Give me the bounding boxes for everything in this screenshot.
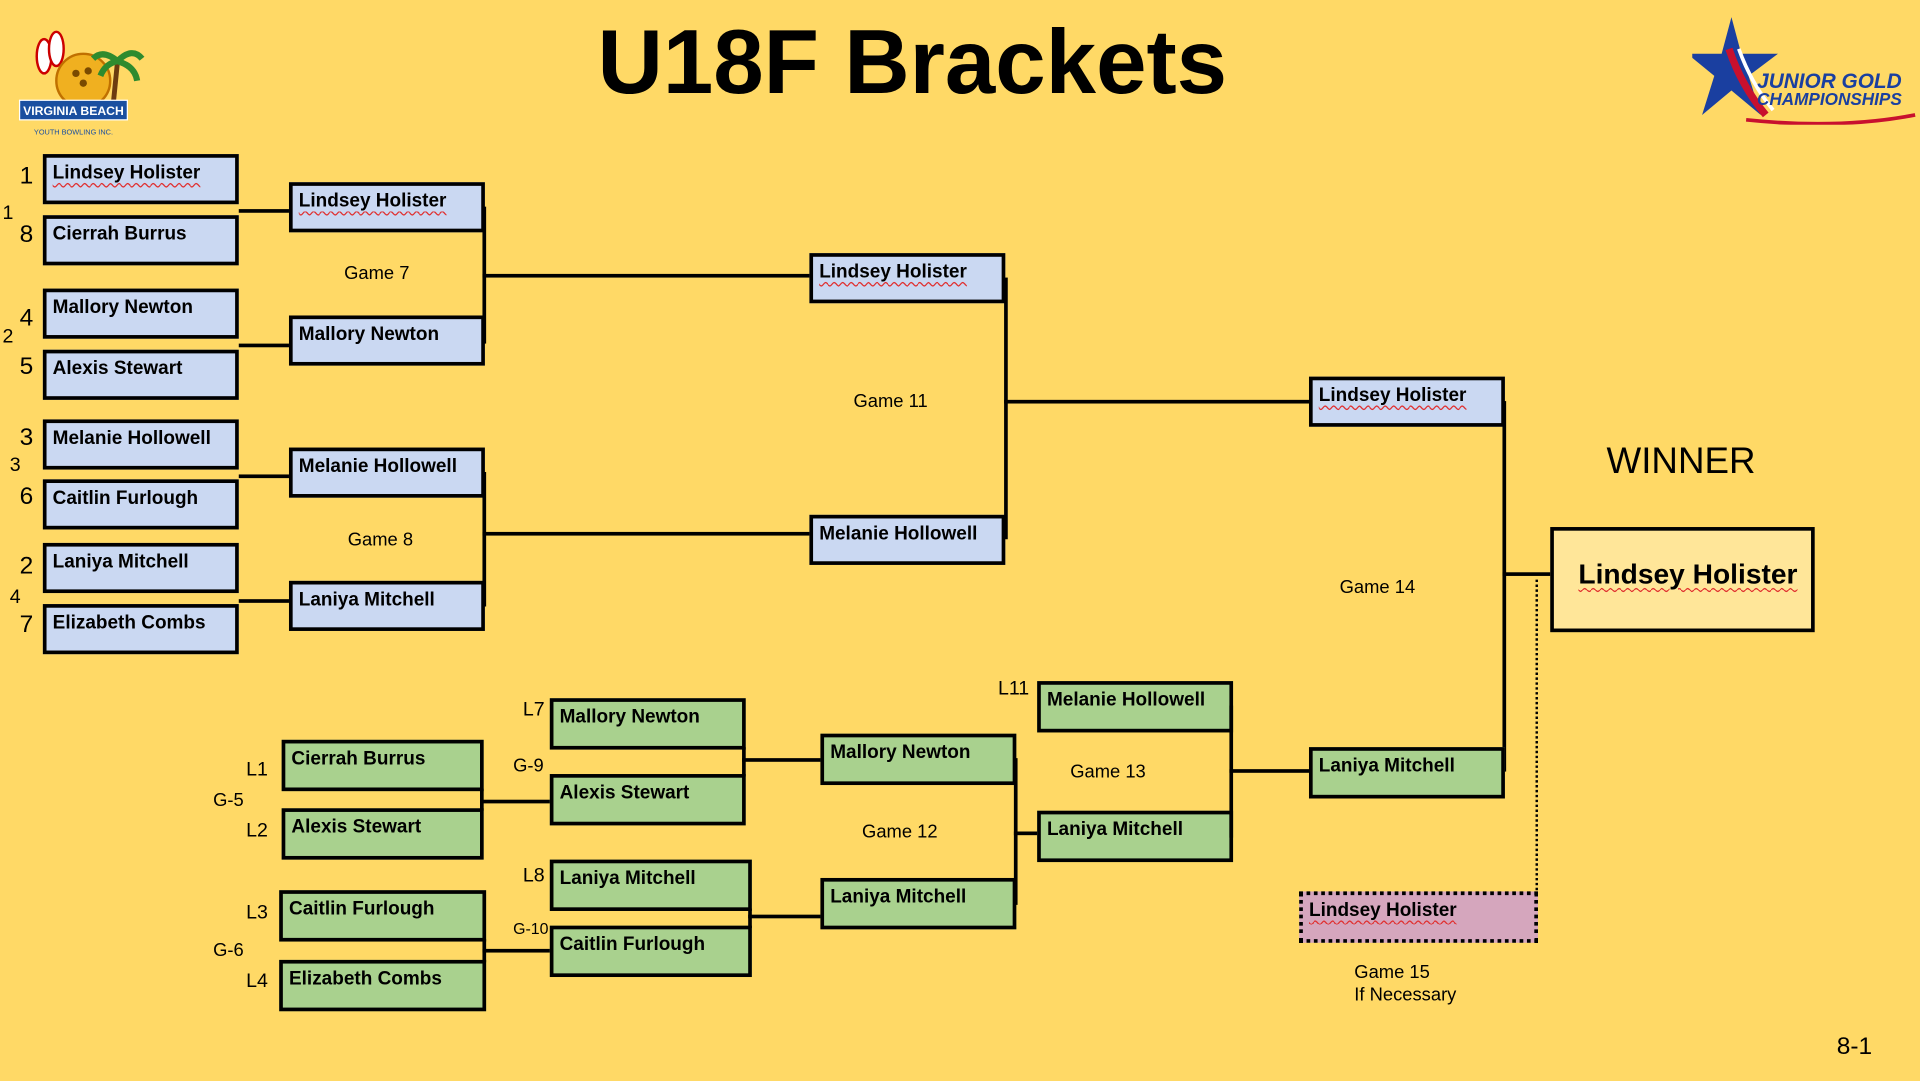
svg-text:CHAMPIONSHIPS: CHAMPIONSHIPS [1757,89,1902,109]
game-note: If Necessary [1354,984,1457,1006]
seed-number: 7 [19,611,34,639]
bracket-slot-semi-1: Lindsey Holister [809,253,1006,304]
game-label: Game 12 [862,821,938,843]
bracket-slot-semi-2: Melanie Hollowell [809,514,1006,565]
bracket-slot-g9: Alexis Stewart [549,774,746,826]
svg-text:VIRGINIA BEACH: VIRGINIA BEACH [23,104,124,118]
bracket-slot-r1-6: Caitlin Furlough [42,479,239,530]
bracket-slot-r1-3: Mallory Newton [42,288,239,339]
bracket-slot-r1-7: Laniya Mitchell [42,542,239,594]
bracket-slot-final-upper: Lindsey Holister [1308,376,1505,427]
bracket-slot-r1-2: Cierrah Burrus [42,215,239,266]
bracket-slot-g13-bottom: Laniya Mitchell [1037,810,1234,863]
seed-number: 5 [19,353,34,381]
virginia-beach-logo: VIRGINIA BEACH YOUTH BOWLING INC. [17,27,145,139]
bracket-slot-l1: Cierrah Burrus [281,739,484,792]
game-tag: G-10 [513,919,549,938]
match-number: 2 [2,326,14,348]
loser-tag: L4 [246,970,268,992]
match-number: 4 [9,586,21,608]
winner-label: WINNER [1606,441,1756,482]
loser-tag: L8 [522,865,545,887]
bracket-slot-game15: Lindsey Holister [1299,891,1538,943]
bracket-slot-l2: Alexis Stewart [281,808,484,860]
bracket-slot-r2-4: Laniya Mitchell [288,580,485,631]
match-number: 1 [2,202,14,224]
bracket-slot-r1-4: Alexis Stewart [42,349,239,400]
seed-number: 2 [19,552,34,580]
bracket-slot-r1-8: Elizabeth Combs [42,604,239,655]
svg-text:JUNIOR GOLD: JUNIOR GOLD [1757,70,1902,93]
game-label: Game 14 [1339,577,1416,598]
bracket-slot-r2-3: Melanie Hollowell [288,447,485,498]
seed-number: 4 [19,304,34,332]
svg-text:YOUTH BOWLING INC.: YOUTH BOWLING INC. [34,128,113,137]
junior-gold-logo: JUNIOR GOLD CHAMPIONSHIPS [1687,12,1917,126]
seed-number: 3 [19,424,34,452]
page-title: U18F Brackets [597,11,1228,113]
winner-box: Lindsey Holister [1550,527,1815,633]
bracket-slot-final-lower: Laniya Mitchell [1308,747,1505,799]
bracket-slot-r2-2: Mallory Newton [288,315,485,366]
game-label: Game 11 [853,391,928,413]
bracket-slot-l11: Melanie Hollowell [1037,681,1234,733]
seed-number: 6 [19,483,34,510]
loser-tag: L1 [246,759,268,781]
game-label: Game 8 [347,529,414,551]
bracket-slot-g12-top: Mallory Newton [820,733,1017,786]
game-label: Game 7 [344,262,410,284]
bracket-slot-l4: Elizabeth Combs [279,959,487,1012]
match-number: 3 [9,454,21,476]
game-tag: G-9 [513,755,544,777]
loser-tag: L3 [246,902,268,924]
game-tag: G-6 [213,940,244,962]
bracket-slot-g10: Caitlin Furlough [549,925,752,978]
seed-number: 1 [19,162,34,190]
loser-tag: L7 [522,699,545,721]
bracket-slot-l3: Caitlin Furlough [279,890,487,942]
page-number: 8-1 [1836,1033,1873,1061]
loser-tag: L11 [997,678,1030,700]
bracket-slot-r1-1: Lindsey Holister [42,154,239,205]
bracket-slot-l8: Laniya Mitchell [549,859,752,911]
seed-number: 8 [19,221,34,249]
bracket-slot-r1-5: Melanie Hollowell [42,419,239,470]
loser-tag: L2 [246,820,268,842]
bracket-slot-g12-bottom: Laniya Mitchell [820,877,1017,930]
game-tag: G-5 [213,789,244,811]
game-label: Game 13 [1070,761,1146,783]
bracket-slot-r2-1: Lindsey Holister [288,182,485,233]
bracket-slot-l7: Mallory Newton [549,698,746,750]
game-label: Game 15 [1354,962,1430,984]
